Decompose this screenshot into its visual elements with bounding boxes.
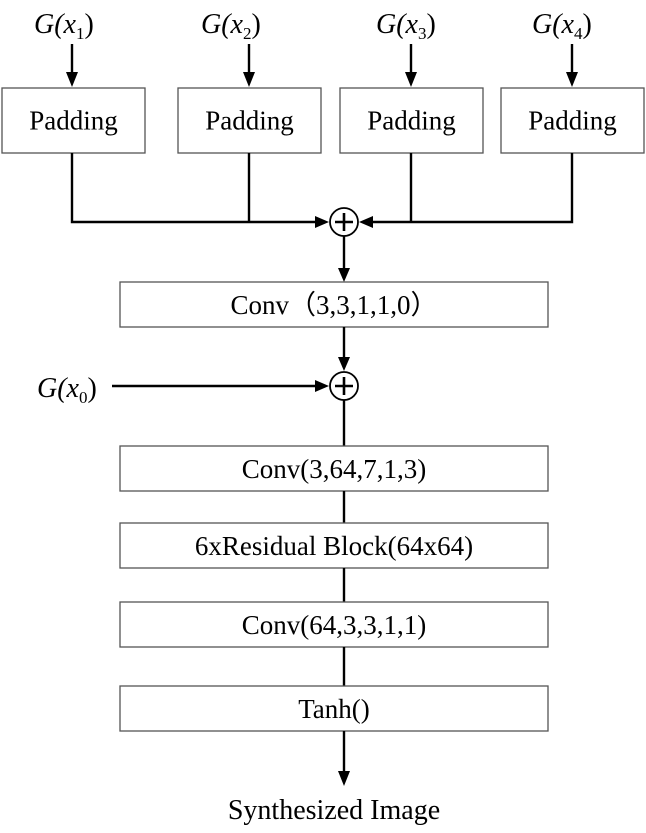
skip-input-label: G(x0) xyxy=(37,373,97,407)
padding-box-2: Padding xyxy=(177,87,322,154)
fuse-conv-box: Conv（3,3,1,1,0） xyxy=(119,281,549,328)
padding-label-2: Padding xyxy=(205,106,294,136)
input-arrow-4 xyxy=(566,44,578,87)
input-label-2: G(x2) xyxy=(201,9,261,43)
input-arrow-1 xyxy=(66,44,78,87)
arrow-to-fuse-conv xyxy=(338,236,350,282)
residual-block-label: 6xResidual Block(64x64) xyxy=(195,531,473,561)
skip-arrow xyxy=(112,380,329,392)
output-label: Synthesized Image xyxy=(228,795,440,826)
conv-64-3-label: Conv(64,3,3,1,1) xyxy=(242,610,427,640)
conv-64-3-box: Conv(64,3,3,1,1) xyxy=(119,601,549,648)
input-label-4: G(x4) xyxy=(532,9,592,43)
arrow-to-sum-2 xyxy=(338,327,350,371)
input-label-3: G(x3) xyxy=(376,9,436,43)
merge-connectors xyxy=(70,153,574,228)
sum-node-1 xyxy=(329,207,359,237)
fuse-conv-label: Conv（3,3,1,1,0） xyxy=(230,290,437,320)
padding-label-3: Padding xyxy=(367,106,456,136)
padding-box-1: Padding xyxy=(1,87,146,154)
conv-3-64-box: Conv(3,64,7,1,3) xyxy=(119,445,549,492)
tanh-box: Tanh() xyxy=(119,685,549,732)
conv-3-64-label: Conv(3,64,7,1,3) xyxy=(242,454,427,484)
padding-box-3: Padding xyxy=(339,87,484,154)
input-label-1: G(x1) xyxy=(34,9,94,43)
residual-block-box: 6xResidual Block(64x64) xyxy=(119,522,549,569)
padding-box-4: Padding xyxy=(500,87,645,154)
input-arrow-2 xyxy=(243,44,255,87)
input-arrow-3 xyxy=(405,44,417,87)
padding-label-4: Padding xyxy=(528,106,617,136)
tanh-label: Tanh() xyxy=(298,694,370,724)
output-arrow xyxy=(338,731,350,786)
sum-node-2 xyxy=(329,371,359,401)
padding-label-1: Padding xyxy=(29,106,118,136)
